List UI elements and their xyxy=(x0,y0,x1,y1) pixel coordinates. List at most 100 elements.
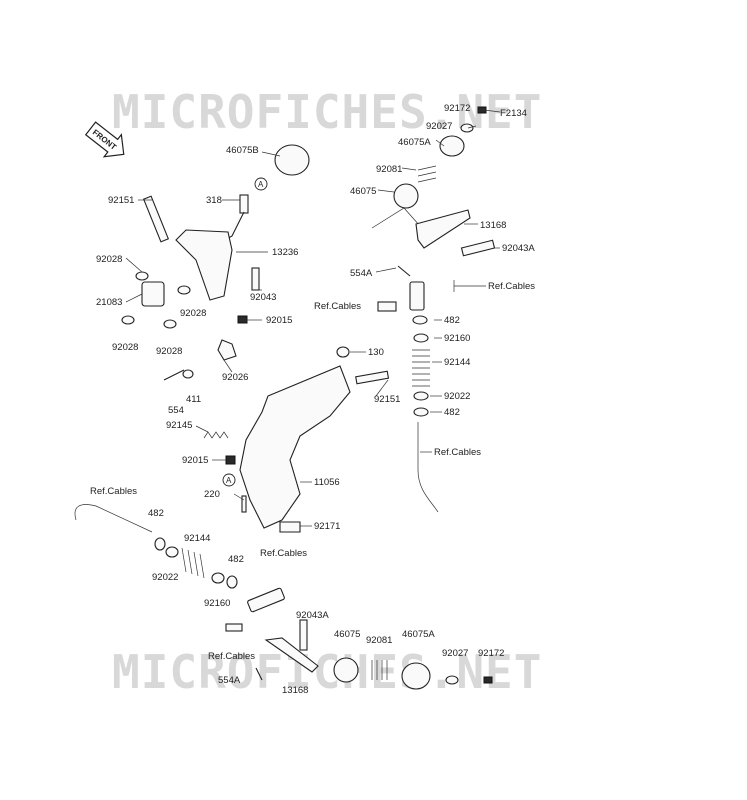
label-411: 411 xyxy=(186,394,201,405)
label-ref-cables-5: Ref.Cables xyxy=(260,548,307,559)
spring-92145 xyxy=(203,431,229,439)
callout-a-top xyxy=(254,177,268,191)
label-92028-d: 92028 xyxy=(112,342,138,353)
collar-46075-bottom xyxy=(333,657,359,683)
bolt-92151-top xyxy=(142,195,170,243)
label-92081-top: 92081 xyxy=(376,164,402,175)
pin-ref-cables xyxy=(377,301,397,312)
label-92022-b: 92022 xyxy=(152,572,178,583)
label-92171: 92171 xyxy=(314,521,340,532)
label-ref-cables-1: Ref.Cables xyxy=(488,281,535,292)
bracket-11056 xyxy=(239,365,351,529)
washer-92022-b xyxy=(165,546,179,558)
label-46075a-bottom: 46075A xyxy=(402,629,435,640)
bolt-92043a-top xyxy=(460,239,496,257)
label-92160-b: 92160 xyxy=(204,598,230,609)
label-92027-bottom: 92027 xyxy=(442,648,468,659)
label-92028-c: 92028 xyxy=(156,346,182,357)
clip-482-b xyxy=(413,407,429,417)
label-21083: 21083 xyxy=(96,297,122,308)
leader-lines-top xyxy=(371,207,421,229)
label-92015-b: 92015 xyxy=(182,455,208,466)
pin-220 xyxy=(241,495,247,513)
label-92043: 92043 xyxy=(250,292,276,303)
screw-92172-bottom xyxy=(483,676,493,684)
lower-left-assembly xyxy=(74,504,493,690)
cap-46075a-bottom xyxy=(401,662,431,690)
label-92145: 92145 xyxy=(166,420,192,431)
part-labels: 46075B 318 92151 13236 92028 21083 92028… xyxy=(90,103,535,696)
collar-46075-top xyxy=(393,183,419,209)
bolt-130 xyxy=(336,346,350,358)
label-13168-bottom: 13168 xyxy=(282,685,308,696)
label-92081-bottom: 92081 xyxy=(366,635,392,646)
label-92043a-top: 92043A xyxy=(502,243,535,254)
center-bracket-assembly: A xyxy=(203,346,390,533)
clip-482-d xyxy=(226,575,238,589)
label-92160-a: 92160 xyxy=(444,333,470,344)
clip-482-a xyxy=(412,315,428,325)
label-554a-top: 554A xyxy=(350,268,373,279)
label-92015-a: 92015 xyxy=(266,315,292,326)
cotter-pin-554a-bottom xyxy=(255,667,263,681)
spring-92144-b xyxy=(181,547,205,579)
washer-92022-a xyxy=(413,391,429,401)
pin-92027-top xyxy=(460,123,474,133)
label-ref-cables-6: Ref.Cables xyxy=(208,651,255,662)
bushing-92028-c xyxy=(163,319,177,329)
label-ref-cables-4: Ref.Cables xyxy=(90,486,137,497)
pin-92027-bottom xyxy=(445,675,459,685)
label-482-c: 482 xyxy=(148,508,164,519)
label-482-b: 482 xyxy=(444,407,460,418)
label-482-d: 482 xyxy=(228,554,244,565)
cotter-pin-554 xyxy=(163,369,185,381)
lever-13168-bottom xyxy=(264,637,319,673)
bolt-92043 xyxy=(251,267,260,291)
label-92022-a: 92022 xyxy=(444,391,470,402)
label-318: 318 xyxy=(206,195,222,206)
bushing-92028-b xyxy=(177,285,191,295)
label-482-a: 482 xyxy=(444,315,460,326)
callout-a-mid xyxy=(222,473,236,487)
label-92027-top: 92027 xyxy=(426,121,452,132)
bolt-92151-mid xyxy=(355,370,390,385)
label-92144-a: 92144 xyxy=(444,357,470,368)
watermark-bottom: MICROFICHES.NET xyxy=(112,645,542,699)
label-ref-cables-2: Ref.Cables xyxy=(314,301,361,312)
bushing-92028-a xyxy=(135,271,149,281)
clip-92171 xyxy=(279,521,301,533)
callout-a-mid-label: A xyxy=(226,476,232,485)
label-220: 220 xyxy=(204,489,220,500)
label-11056: 11056 xyxy=(314,477,340,488)
pin-lower xyxy=(225,623,243,632)
bushing-92028-d xyxy=(121,315,135,325)
label-46075-bottom: 46075 xyxy=(334,629,360,640)
label-f2134: F2134 xyxy=(500,108,527,119)
washer-92160-a xyxy=(413,333,429,343)
clip-482-c xyxy=(154,537,166,551)
label-130: 130 xyxy=(368,347,384,358)
label-92028-b: 92028 xyxy=(180,308,206,319)
nut-92015-b xyxy=(225,455,236,465)
spring-92081-bottom xyxy=(371,660,388,680)
shift-knob-46075b xyxy=(274,144,310,176)
label-92043a-bottom: 92043A xyxy=(296,610,329,621)
label-46075-top: 46075 xyxy=(350,186,376,197)
spring-92144-a xyxy=(412,349,430,387)
label-92144-b: 92144 xyxy=(184,533,210,544)
holder-21083 xyxy=(141,281,165,307)
label-92151-mid: 92151 xyxy=(374,394,400,405)
link-plate-top xyxy=(409,281,425,311)
label-13236: 13236 xyxy=(272,247,298,258)
bolt-92043a-bottom xyxy=(299,619,308,651)
washer-92160-b xyxy=(211,572,225,584)
label-92028-a: 92028 xyxy=(96,254,122,265)
leader-lines xyxy=(125,109,501,527)
label-ref-cables-3: Ref.Cables xyxy=(434,447,481,458)
label-46075a-top: 46075A xyxy=(398,137,431,148)
label-92026: 92026 xyxy=(222,372,248,383)
label-92151-top: 92151 xyxy=(108,195,134,206)
bracket-13236 xyxy=(175,229,233,301)
label-92172-top: 92172 xyxy=(444,103,470,114)
